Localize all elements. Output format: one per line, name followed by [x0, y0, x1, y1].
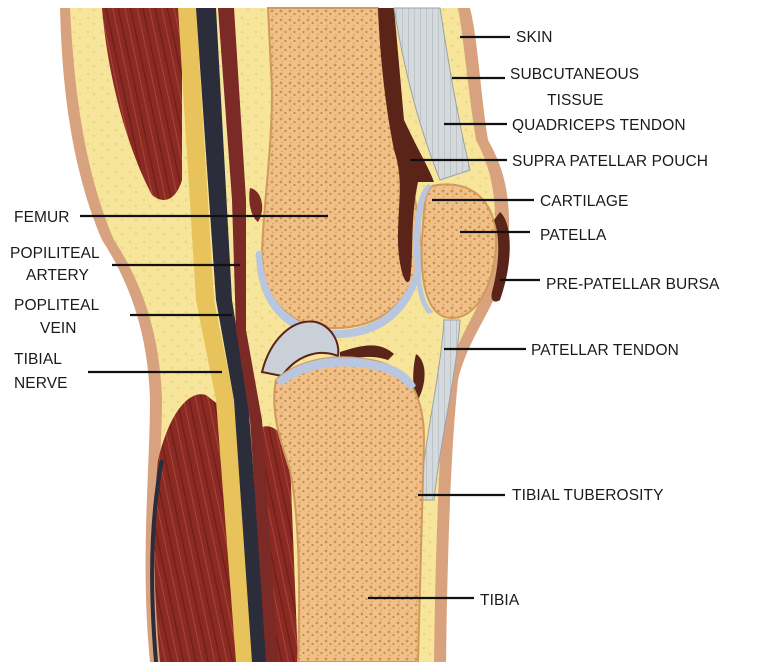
label-patellar-tendon: PATELLAR TENDON	[531, 342, 679, 359]
label-supra-patellar-pouch: SUPRA PATELLAR POUCH	[512, 153, 708, 170]
label-popliteal-vein-line1: POPLITEAL	[14, 297, 100, 314]
label-tibial-nerve-line2: NERVE	[14, 375, 68, 392]
label-popliteal-vein-line2: VEIN	[40, 320, 77, 337]
label-patella: PATELLA	[540, 227, 607, 244]
label-tibial-nerve-line1: TIBIAL	[14, 351, 62, 368]
label-cartilage: CARTILAGE	[540, 193, 628, 210]
label-subcutaneous-line1: SUBCUTANEOUS	[510, 66, 639, 83]
label-pre-patellar-bursa: PRE-PATELLAR BURSA	[546, 276, 720, 293]
label-popliteal-artery-line2: ARTERY	[26, 267, 89, 284]
label-subcutaneous-line2: TISSUE	[547, 92, 604, 109]
label-popliteal-artery-line1: POPILITEAL	[10, 245, 100, 262]
label-tibia: TIBIA	[480, 592, 520, 609]
label-quadriceps-tendon: QUADRICEPS TENDON	[512, 117, 686, 134]
label-femur: FEMUR	[14, 209, 70, 226]
label-skin: SKIN	[516, 29, 553, 46]
label-tibial-tuberosity: TIBIAL TUBEROSITY	[512, 487, 664, 504]
